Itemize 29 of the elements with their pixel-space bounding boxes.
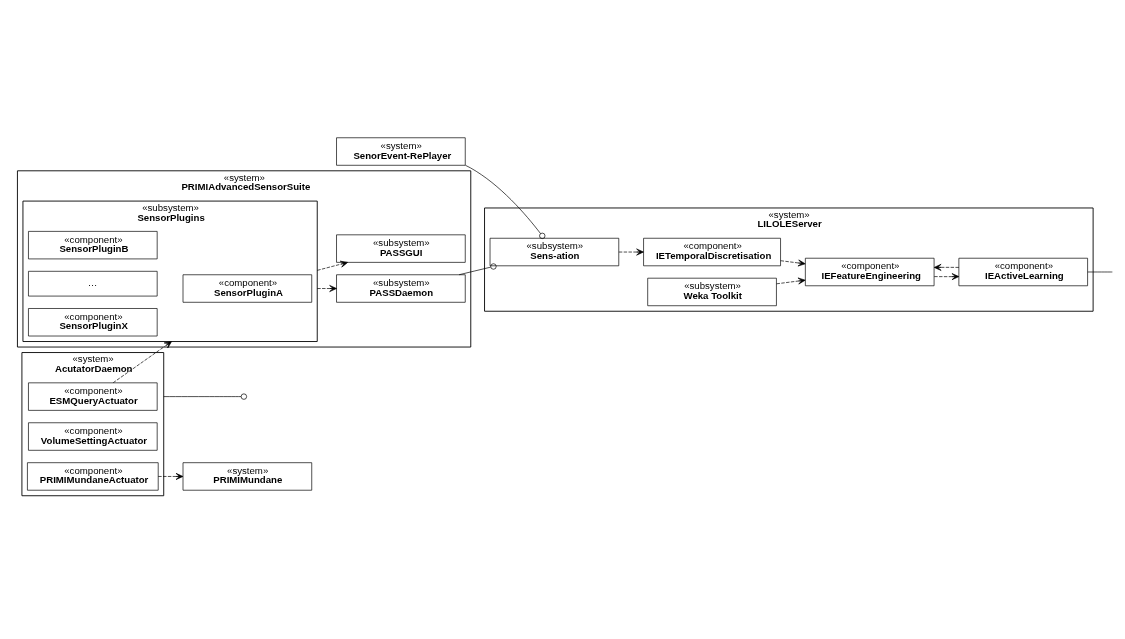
arrow bbox=[316, 260, 348, 271]
node-box: «subsystem» PASSGUI bbox=[336, 234, 466, 263]
node-box: «subsystem» PASSDaemon bbox=[336, 274, 466, 303]
connector bbox=[465, 164, 546, 239]
node-box: «component» ESMQueryActuator bbox=[28, 382, 158, 411]
node-box: «component» IETemporalDiscretisation bbox=[643, 237, 781, 267]
arrow bbox=[618, 248, 644, 256]
connector bbox=[458, 263, 497, 276]
arrow bbox=[776, 277, 806, 285]
node-box: «system» PRIMIMundane bbox=[182, 462, 313, 491]
connector bbox=[163, 396, 242, 397]
connector bbox=[1087, 271, 1113, 273]
node-box: «component» SensorPluginB bbox=[28, 231, 158, 260]
node-box: «subsystem» Weka Toolkit bbox=[647, 277, 777, 307]
arrow bbox=[112, 341, 172, 384]
node-box: «system» SenorEvent-RePlayer bbox=[336, 137, 466, 166]
arrow bbox=[157, 473, 184, 480]
arrow bbox=[933, 273, 960, 281]
node-box: «component» IEActiveLearning bbox=[958, 257, 1088, 287]
node-box: «subsystem» Sens-ation bbox=[489, 237, 620, 267]
node-box: «component» PRIMIMundaneActuator bbox=[27, 462, 159, 491]
arrow bbox=[780, 259, 806, 267]
arrow bbox=[933, 263, 960, 271]
node-box: «component» VolumeSettingActuator bbox=[28, 422, 158, 451]
node-box: «component» SensorPluginX bbox=[28, 308, 158, 337]
node-box: «component» SensorPluginA bbox=[182, 274, 313, 303]
arrow bbox=[316, 285, 337, 292]
node-box: … bbox=[28, 270, 158, 297]
node-box: «component» IEFeatureEngineering bbox=[805, 257, 935, 287]
